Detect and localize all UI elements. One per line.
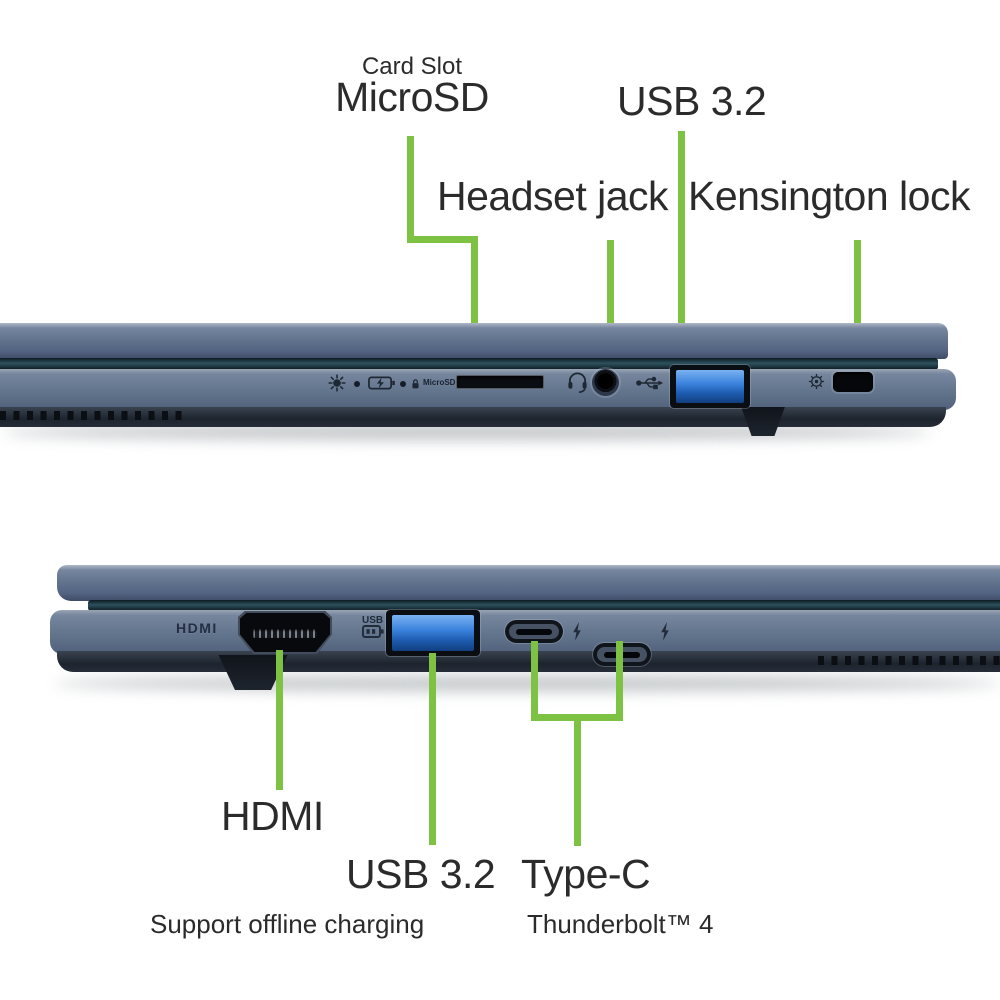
- usb-a-port: [670, 365, 750, 408]
- leader-kensington: [854, 240, 861, 386]
- thunderbolt-icon: [659, 621, 671, 647]
- label-microsd: MicroSD: [335, 74, 489, 120]
- leader-usb-bottom: [429, 653, 436, 845]
- label-card-slot: Card Slot: [361, 53, 463, 80]
- usb-offline-charging-icon: USB: [356, 614, 387, 646]
- leader-typec-right: [616, 641, 623, 721]
- headset-icon: [566, 370, 589, 400]
- microsd-marking: MicroSD: [423, 378, 456, 387]
- usb-a-port-tongue: [676, 370, 744, 403]
- label-usb-bottom: USB 3.2: [346, 851, 496, 897]
- leader-microsd-v2: [471, 236, 478, 384]
- indicator-dot: [400, 381, 406, 387]
- leader-typec-left: [531, 641, 538, 721]
- kensington-lock-slot: [833, 372, 873, 392]
- leader-typec-stem: [574, 714, 581, 846]
- microsd-card-slot: [456, 375, 544, 389]
- label-typec-subtitle: Thunderbolt™ 4: [527, 909, 714, 939]
- leader-microsd-v1: [407, 136, 414, 243]
- leader-headset: [607, 240, 614, 389]
- usb-a-port-tongue: [392, 615, 474, 651]
- vent-holes-left: [0, 411, 186, 420]
- label-kensington-lock: Kensington lock: [688, 173, 970, 219]
- vent-holes-right: [818, 656, 1000, 665]
- laptop-top-lid: [0, 323, 948, 359]
- laptop-bottom-lid: [57, 565, 1000, 601]
- label-typec: Type-C: [521, 851, 651, 897]
- usb-a-port: [386, 610, 480, 656]
- usb-c-slit: [516, 628, 552, 635]
- indicator-dot: [354, 381, 360, 387]
- leader-usb-top: [678, 131, 685, 381]
- label-hdmi: HDMI: [221, 793, 324, 839]
- headset-jack: [592, 369, 619, 396]
- hdmi-port-pins: [253, 629, 317, 639]
- laptop-bottom-edge: [57, 651, 1000, 672]
- hdmi-marking: HDMI: [176, 620, 218, 636]
- laptop-bottom-shadow: [55, 676, 1000, 691]
- leader-hdmi: [276, 650, 283, 790]
- kensington-lock-icon: [808, 373, 825, 395]
- status-led-icon: [327, 373, 347, 398]
- hdmi-port: [238, 611, 332, 654]
- microsd-lock-icon: [411, 377, 420, 395]
- thunderbolt-icon: [571, 621, 583, 647]
- laptop-bottom-hinge-gap: [88, 600, 1000, 611]
- battery-charging-icon: [368, 375, 395, 396]
- label-usb-top: USB 3.2: [617, 78, 767, 124]
- usb-c-port-1: [505, 620, 563, 643]
- label-headset-jack: Headset jack: [437, 173, 669, 219]
- laptop-top-shadow: [2, 424, 932, 440]
- usb-type-a-icon: [636, 375, 664, 396]
- leader-microsd-h: [407, 236, 478, 243]
- usb-marking: USB: [362, 615, 383, 626]
- label-usb-subtitle: Support offline charging: [150, 909, 425, 939]
- laptop-top-bottom-edge: [0, 407, 946, 427]
